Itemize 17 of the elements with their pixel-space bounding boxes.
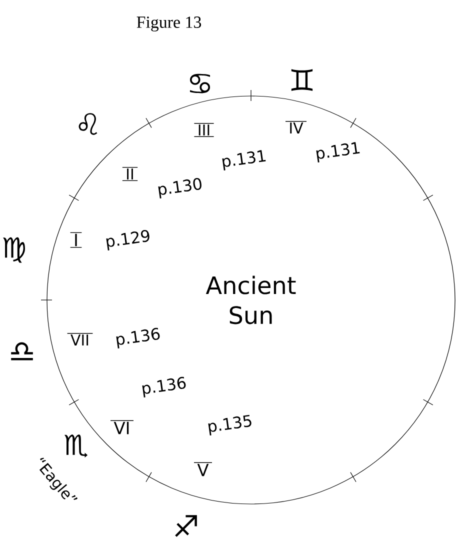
page-reference: p.131 [222,150,266,170]
roman-numeral: IV [285,121,307,134]
roman-numeral: V [194,462,212,476]
page-reference: p.130 [158,178,202,198]
page-reference: p.136 [116,328,160,348]
figure-title: Figure 13 [136,16,202,32]
roman-numeral: II [122,167,138,181]
page-reference: p.135 [208,414,252,436]
zodiac-sign: ♏ [64,434,88,458]
page-reference: p.129 [106,230,150,250]
roman-numeral: III [194,123,214,137]
roman-numeral: VII [66,333,94,346]
page-reference: p.136 [142,376,186,398]
zodiac-sign: ♌ [78,113,98,135]
page-reference: p.131 [316,142,360,162]
roman-numeral: I [70,232,82,248]
roman-numeral: VI [110,420,134,434]
